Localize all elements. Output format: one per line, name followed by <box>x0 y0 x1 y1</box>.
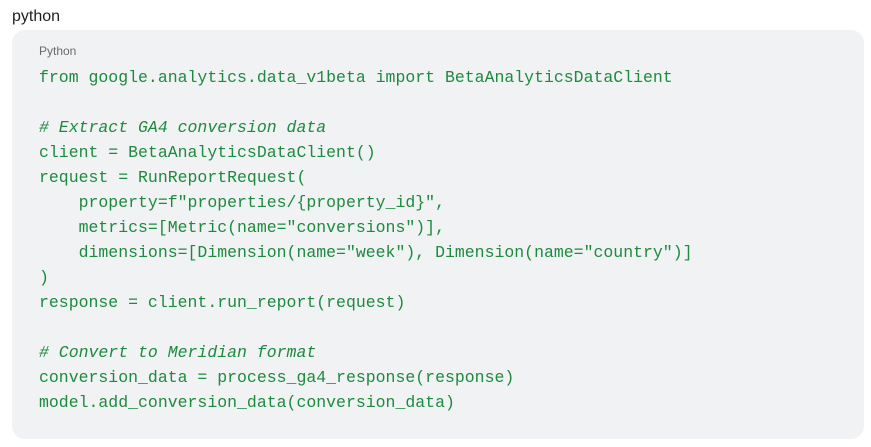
language-heading: python <box>12 8 61 25</box>
code-block: Python from google.analytics.data_v1beta… <box>12 30 864 439</box>
code-comment-line: # Extract GA4 conversion data <box>39 118 327 137</box>
code-line: model.add_conversion_data(conversion_dat… <box>39 393 455 412</box>
code-language-label: Python <box>39 44 77 58</box>
code-line: property=f"properties/{property_id}", <box>39 193 445 212</box>
code-content[interactable]: from google.analytics.data_v1beta import… <box>39 65 693 415</box>
code-line: request = RunReportRequest( <box>39 168 307 187</box>
code-comment-line: # Convert to Meridian format <box>39 343 317 362</box>
code-line: from google.analytics.data_v1beta import… <box>39 68 673 87</box>
code-line: client = BetaAnalyticsDataClient() <box>39 143 376 162</box>
code-line <box>39 315 693 340</box>
code-line: metrics=[Metric(name="conversions")], <box>39 218 445 237</box>
code-line: dimensions=[Dimension(name="week"), Dime… <box>39 243 693 262</box>
code-line <box>39 90 693 115</box>
code-line: ) <box>39 268 49 287</box>
code-line: conversion_data = process_ga4_response(r… <box>39 368 515 387</box>
code-line: response = client.run_report(request) <box>39 293 406 312</box>
